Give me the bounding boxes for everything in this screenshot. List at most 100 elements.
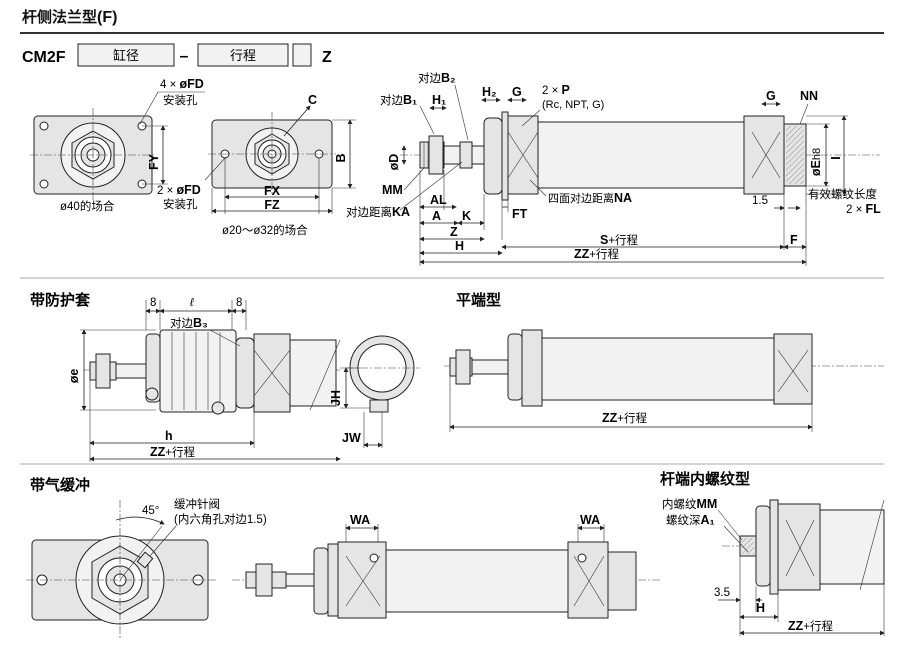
stroke-box bbox=[197, 43, 289, 67]
ka-prefix: 对边距离 bbox=[346, 205, 392, 219]
boot-zz: ZZ bbox=[150, 445, 166, 459]
flat-zz-suffix: +行程 bbox=[617, 412, 647, 425]
main-side-view: 对边B₂ 对边B₁ H₁ H₂ G 2 × P (Rc, NPT, G) G N… bbox=[346, 71, 881, 266]
svg-text:四面对边距离NA: 四面对边距离NA bbox=[548, 191, 632, 205]
od-label: øD bbox=[387, 154, 401, 171]
b-label: B bbox=[334, 153, 348, 162]
svg-text:øEh8: øEh8 bbox=[809, 148, 823, 176]
z-label: Z bbox=[450, 225, 458, 239]
model-code-row: CM2F 缸径 – 行程 Z bbox=[22, 43, 332, 67]
a-label: A bbox=[432, 209, 441, 223]
female-mm: MM bbox=[697, 497, 718, 511]
svg-text:S+行程: S+行程 bbox=[600, 233, 639, 247]
svg-text:2 × øFD: 2 × øFD bbox=[157, 183, 201, 197]
cushion-title: 带气缓冲 bbox=[30, 476, 90, 494]
nn-label: NN bbox=[800, 89, 818, 103]
g-right-label: G bbox=[766, 89, 776, 103]
boot-jh: JH bbox=[329, 390, 343, 406]
h-label: H bbox=[455, 239, 464, 253]
fl-prefix: 2 × bbox=[846, 204, 866, 216]
p-label: P bbox=[562, 83, 570, 97]
fl-note: 有效螺纹长度 bbox=[808, 187, 877, 201]
female-a1-prefix: 螺纹深 bbox=[666, 513, 701, 527]
model-suffix: Z bbox=[322, 49, 332, 66]
caption-40: ø40的场合 bbox=[60, 199, 115, 213]
bore-box bbox=[77, 43, 175, 67]
fz-label: FZ bbox=[264, 198, 280, 212]
svg-text:对边B₁: 对边B₁ bbox=[380, 93, 417, 107]
svg-text:2 × P: 2 × P bbox=[542, 83, 570, 97]
k-label: K bbox=[462, 209, 471, 223]
svg-text:ZZ+行程: ZZ+行程 bbox=[788, 619, 833, 633]
flat-zz: ZZ bbox=[602, 411, 618, 425]
mm-label: MM bbox=[382, 183, 403, 197]
svg-text:ZZ+行程: ZZ+行程 bbox=[574, 247, 619, 261]
s-label: S bbox=[600, 233, 608, 247]
h2-label: H₂ bbox=[482, 85, 497, 99]
flange-view-40: FY 4 × øFD 安装孔 ø40的场合 bbox=[30, 77, 205, 213]
i-label: I bbox=[829, 156, 843, 159]
option-box bbox=[292, 43, 312, 67]
e-sub-label: h8 bbox=[811, 148, 823, 160]
page-title: 杆侧法兰型(F) bbox=[22, 9, 118, 26]
svg-text:对边距离KA: 对边距离KA bbox=[346, 205, 410, 219]
female-mm-prefix: 内螺纹 bbox=[662, 497, 697, 511]
flange-view-20-32: C B FX FZ 2 × øFD 安装孔 ø20～ø32的场合 bbox=[157, 93, 356, 237]
boot-d8b: 8 bbox=[236, 297, 242, 309]
svg-text:内螺纹MM: 内螺纹MM bbox=[662, 497, 717, 511]
female-zz-suffix: +行程 bbox=[803, 620, 833, 633]
svg-text:对边B₂: 对边B₂ bbox=[418, 71, 456, 85]
fd4-note: 安装孔 bbox=[163, 93, 198, 107]
boot-d8a: 8 bbox=[150, 297, 156, 309]
female-h: H bbox=[756, 601, 765, 615]
cushion-view: 带气缓冲 45° 缓冲针阀 (内六角孔对边1.5) WA bbox=[26, 476, 660, 640]
boot-zz-suffix: +行程 bbox=[165, 446, 195, 459]
boot-jw: JW bbox=[342, 431, 361, 445]
bore-box-label: 缸径 bbox=[113, 48, 139, 63]
b3-label: B₃ bbox=[193, 316, 208, 330]
svg-text:ZZ+行程: ZZ+行程 bbox=[150, 445, 195, 459]
svg-text:4 × øFD: 4 × øFD bbox=[160, 77, 204, 91]
ft-label: FT bbox=[512, 207, 528, 221]
c-label: C bbox=[308, 93, 317, 107]
fx-label: FX bbox=[264, 184, 281, 198]
stroke-box-label: 行程 bbox=[230, 48, 256, 63]
cushion-angle: 45° bbox=[142, 505, 159, 517]
p-prefix: 2 × bbox=[542, 85, 562, 97]
s-suffix: +行程 bbox=[608, 234, 638, 247]
cushion-wa1: WA bbox=[350, 513, 370, 527]
fd2-prefix: 2 × bbox=[157, 185, 177, 197]
oe-label: øE bbox=[809, 160, 823, 176]
caption-20-32: ø20～ø32的场合 bbox=[222, 223, 308, 237]
female-thread-view: 杆端内螺纹型 内螺纹MM 螺纹深A₁ 3.5 H ZZ+行程 bbox=[660, 470, 885, 636]
b1-label: B₁ bbox=[403, 93, 417, 107]
boot-oe: øe bbox=[67, 369, 81, 384]
svg-text:ZZ+行程: ZZ+行程 bbox=[602, 411, 647, 425]
p-note: (Rc, NPT, G) bbox=[542, 99, 604, 111]
boot-title: 带防护套 bbox=[30, 291, 91, 309]
female-title: 杆端内螺纹型 bbox=[660, 470, 750, 488]
fd2-label: øFD bbox=[177, 183, 201, 197]
b1-prefix: 对边 bbox=[380, 93, 403, 107]
boot-h: h bbox=[165, 429, 173, 443]
female-a1: A₁ bbox=[701, 513, 715, 527]
ka-label: KA bbox=[392, 205, 410, 219]
b2-label: B₂ bbox=[441, 71, 456, 85]
boot-view: 带防护套 8 ℓ 8 对边B₃ øe h ZZ+行程 bbox=[30, 291, 420, 462]
f-label: F bbox=[790, 233, 798, 247]
fl-label: FL bbox=[866, 202, 882, 216]
cushion-valve: 缓冲针阀 bbox=[174, 497, 220, 511]
na-prefix: 四面对边距离 bbox=[548, 191, 614, 205]
female-d35: 3.5 bbox=[714, 587, 730, 599]
female-zz: ZZ bbox=[788, 619, 804, 633]
fd4-label: øFD bbox=[180, 77, 204, 91]
flat-title: 平端型 bbox=[456, 291, 501, 309]
fd2-note: 安装孔 bbox=[163, 197, 198, 211]
fy-label: FY bbox=[147, 153, 161, 170]
flat-view: 平端型 ZZ+行程 bbox=[444, 291, 884, 432]
b2-prefix: 对边 bbox=[418, 71, 441, 85]
zz-label: ZZ bbox=[574, 247, 590, 261]
g-left-label: G bbox=[512, 85, 522, 99]
svg-text:螺纹深A₁: 螺纹深A₁ bbox=[666, 513, 715, 527]
boot-ell: ℓ bbox=[189, 297, 194, 309]
